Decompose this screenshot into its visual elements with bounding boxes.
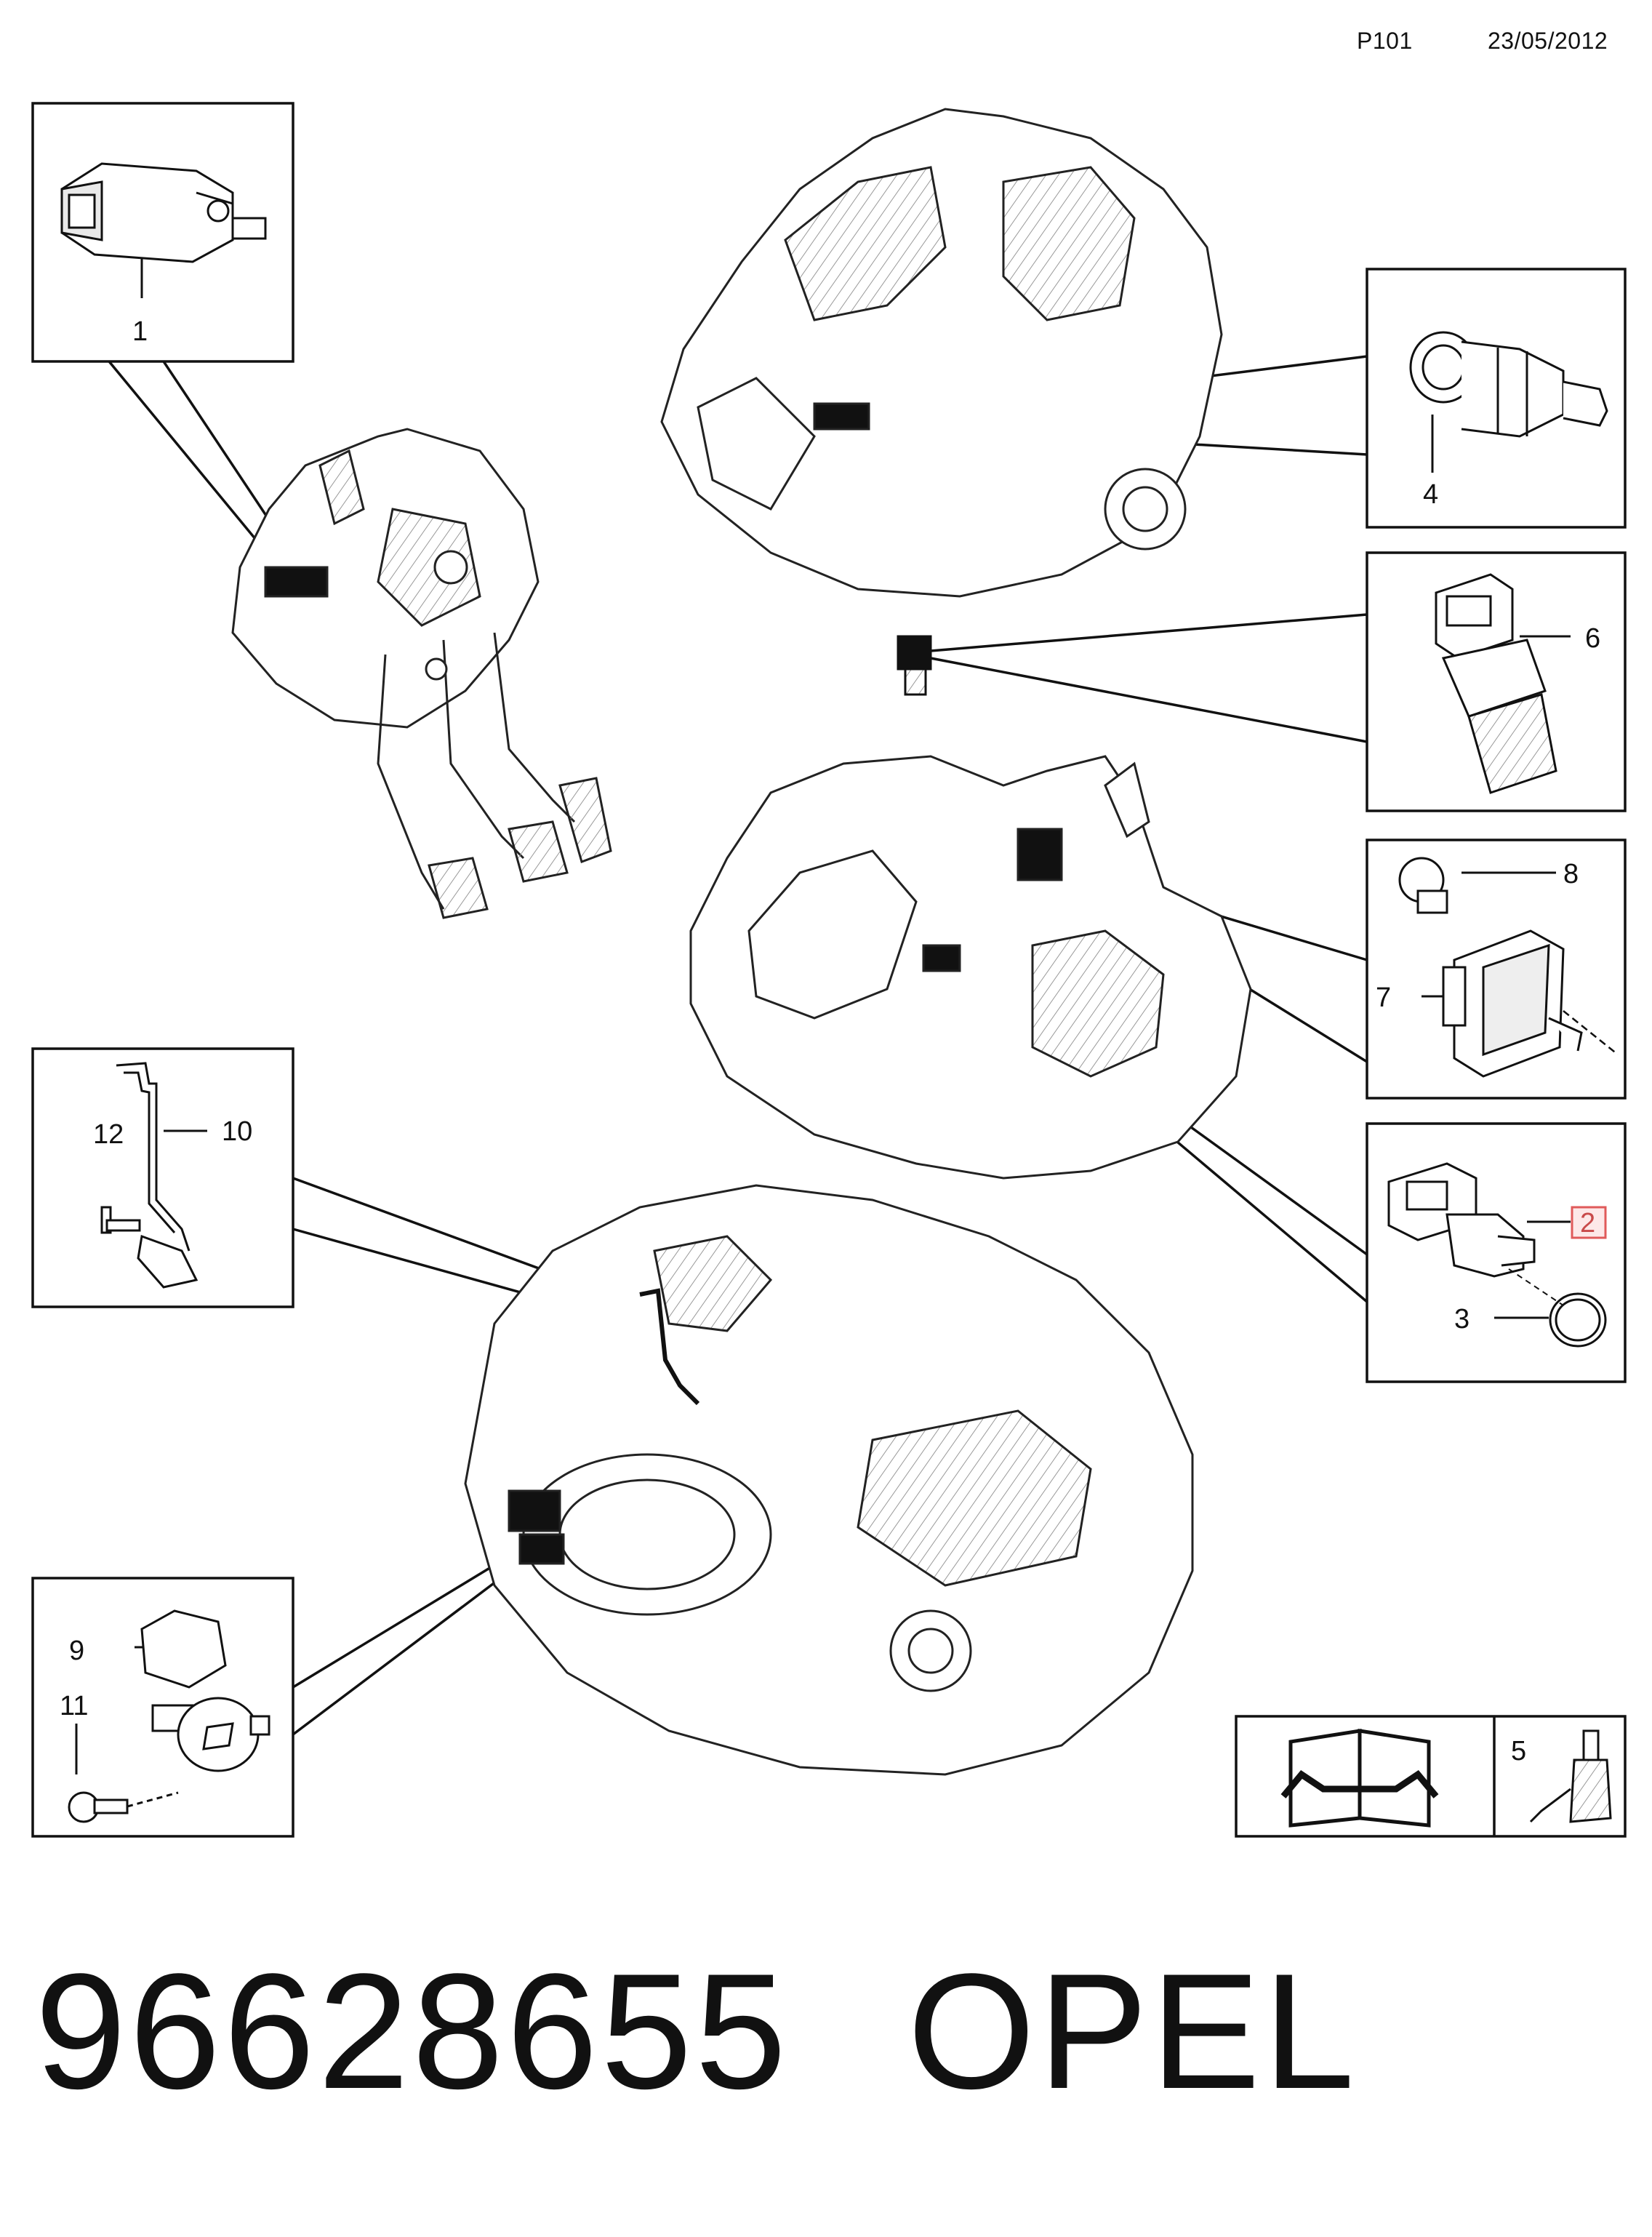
callout-11: 11 [60,1691,88,1721]
detail-box-9-11 [31,1577,294,1838]
detail-box-10-12 [31,1047,294,1308]
callout-1: 1 [132,316,148,347]
part-7-solenoid-icon [1442,929,1583,1078]
callout-12: 12 [93,1119,124,1150]
part-4-switch-icon [1409,331,1608,438]
part-8-nut-icon [1398,857,1448,914]
part-9-position-switch-icon [140,1609,270,1772]
callout-7: 7 [1376,983,1391,1013]
callout-2-highlight [1571,1206,1607,1239]
manual-gearbox-middle-illustration [689,755,1252,1180]
callout-6: 6 [1585,623,1600,654]
part-number: 96628655 [35,1939,790,2123]
detail-box-1 [31,102,294,363]
page-code: P101 [1357,28,1413,54]
part-3-seal-ring-icon [1549,1292,1607,1348]
detail-box-7-8 [1366,839,1627,1100]
detail-box-4 [1366,268,1627,529]
callout-3: 3 [1454,1304,1469,1334]
manual-book-wrench-icon [1280,1729,1439,1828]
part-10-bracket-icon [116,1062,199,1289]
callout-4: 4 [1423,479,1438,510]
lubricant-bottle-icon [1529,1729,1612,1823]
legend-box [1235,1715,1627,1838]
part-11-bolt-icon [68,1791,179,1823]
callout-8: 8 [1563,859,1579,889]
speed-sensor-illustration [897,635,932,696]
part-1-switch-icon [60,162,267,263]
brand-name: OPEL [907,1939,1358,2123]
detail-box-2-3 [1366,1122,1627,1383]
pedal-assembly-illustration [231,428,612,919]
callout-9: 9 [69,1636,84,1666]
detail-box-6 [1366,551,1627,812]
page-date: 23/05/2012 [1488,28,1608,54]
callout-5: 5 [1511,1736,1526,1766]
manual-gearbox-top-illustration [660,108,1223,598]
part-12-bolt-icon [100,1206,141,1234]
callout-10: 10 [222,1116,252,1147]
part-2-switch-icon [1387,1162,1536,1278]
automatic-transmission-illustration [464,1184,1194,1776]
part-6-sensor-icon [1435,573,1557,794]
callout-2: 2 [1580,1208,1595,1238]
